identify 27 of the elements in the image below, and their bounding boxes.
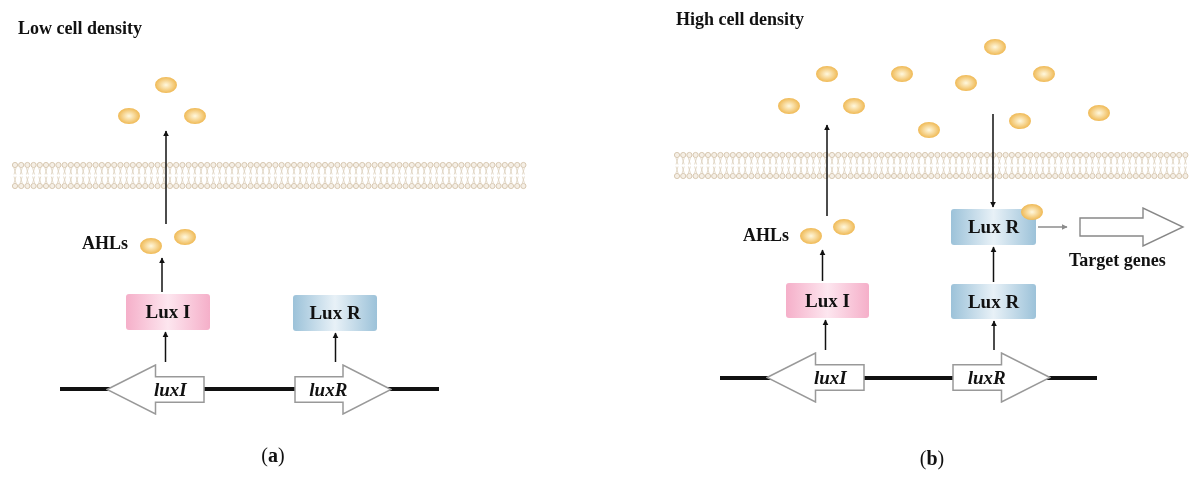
arrow [990, 246, 997, 283]
arrow [990, 113, 996, 208]
arrow [1037, 224, 1068, 230]
ahls-label: AHLs [743, 225, 789, 245]
arrow [159, 257, 165, 293]
arrow [991, 320, 997, 351]
protein-box: Lux I [786, 283, 869, 318]
protein-box: Lux R [951, 284, 1036, 319]
arrow [819, 249, 826, 282]
panel-title: Low cell density [18, 18, 142, 39]
arrow [824, 124, 830, 217]
panel-caption: (a) [260, 444, 286, 467]
panel-caption: (b) [918, 447, 946, 470]
gene-arrow: luxI [766, 352, 865, 403]
gene-arrow: luxI [106, 364, 205, 415]
protein-box: Lux R [293, 295, 377, 331]
panel-title: High cell density [676, 9, 804, 30]
arrow [332, 332, 339, 363]
arrow [162, 331, 169, 363]
gene-arrow: luxR [952, 352, 1051, 403]
ahls-label: AHLs [82, 233, 128, 253]
arrow [163, 130, 169, 225]
protein-box: Lux R [951, 209, 1036, 245]
target-genes-label: Target genes [1069, 249, 1166, 271]
gene-arrow: luxR [294, 364, 392, 415]
arrow [822, 319, 829, 351]
protein-box: Lux I [126, 294, 210, 330]
